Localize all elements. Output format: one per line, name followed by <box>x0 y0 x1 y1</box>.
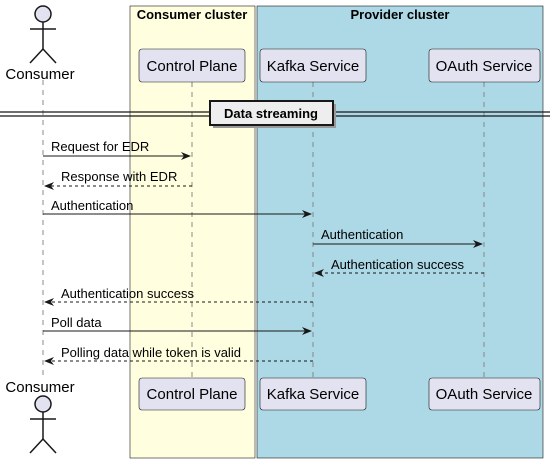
message-label-3: Authentication <box>51 198 133 213</box>
participant-label-oauth-top: OAuth Service <box>436 58 533 75</box>
participant-label-kafka-bottom: Kafka Service <box>267 386 360 403</box>
participant-box-oauth-bottom <box>428 377 541 411</box>
participant-label-consumer-top: Consumer <box>5 66 74 83</box>
divider-label: Data streaming <box>224 106 318 121</box>
participant-box-control-plane-top <box>138 48 246 83</box>
participant-box-kafka-top <box>259 48 367 83</box>
stick-figure-actor-icon <box>29 5 57 64</box>
participant-box-control-plane-bottom <box>138 377 246 411</box>
participant-label-control-plane-top: Control Plane <box>147 58 238 75</box>
message-label-1: Request for EDR <box>51 139 149 154</box>
message-label-8: Polling data while token is valid <box>61 345 241 360</box>
message-label-6: Authentication success <box>61 286 194 301</box>
participant-label-kafka-top: Kafka Service <box>267 58 360 75</box>
participant-box-kafka-bottom <box>259 377 367 411</box>
group-label-provider: Provider cluster <box>351 7 450 22</box>
group-label-consumer: Consumer cluster <box>137 7 248 22</box>
stick-figure-actor-icon <box>29 395 57 454</box>
message-label-7: Poll data <box>51 315 102 330</box>
participant-box-oauth-top <box>428 48 541 83</box>
message-label-2: Response with EDR <box>61 169 177 184</box>
divider-box <box>209 100 334 126</box>
participant-label-consumer-bottom: Consumer <box>5 379 74 396</box>
participant-label-control-plane-bottom: Control Plane <box>147 386 238 403</box>
message-label-4: Authentication <box>321 227 403 242</box>
participant-label-oauth-bottom: OAuth Service <box>436 386 533 403</box>
message-label-5: Authentication success <box>331 257 464 272</box>
